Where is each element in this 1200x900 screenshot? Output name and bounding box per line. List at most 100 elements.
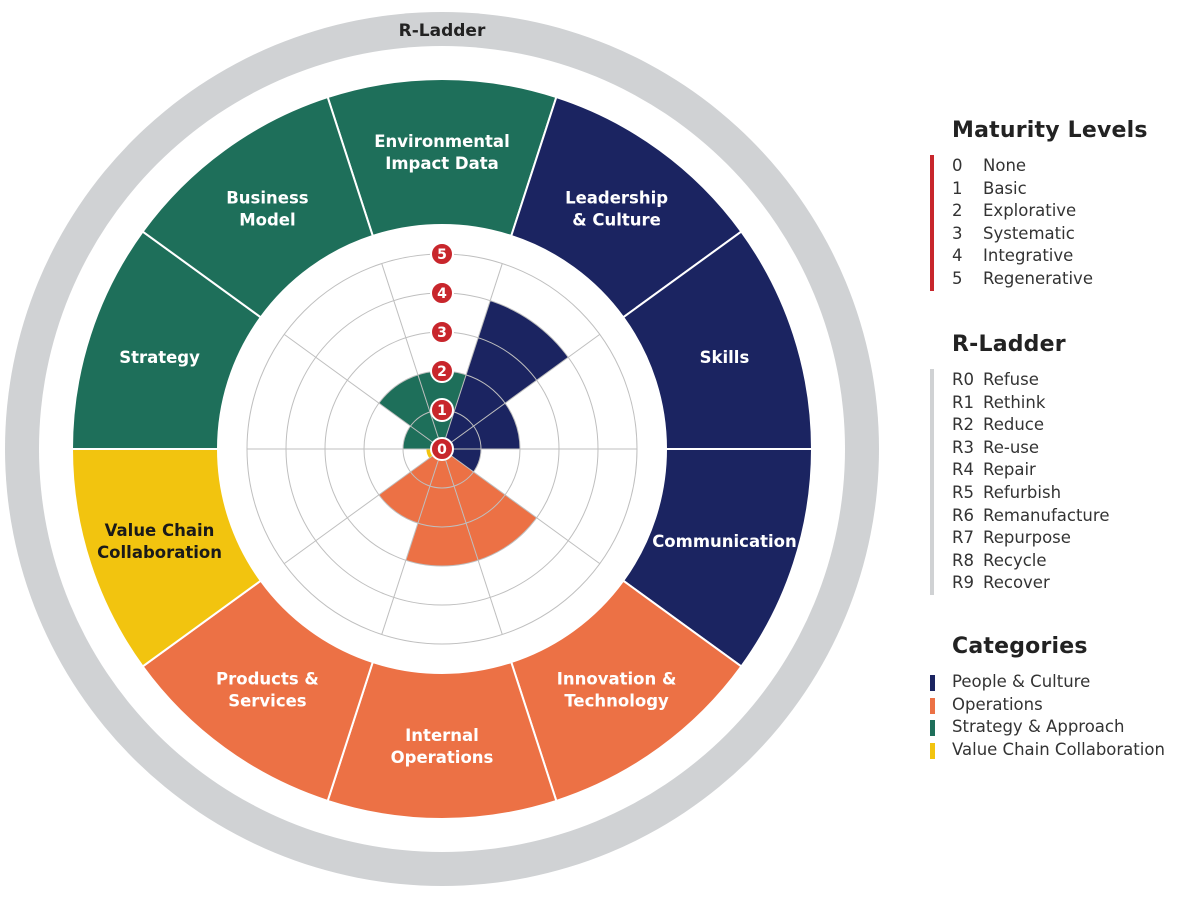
score-wedge-business-model: [378, 374, 442, 449]
maturity-code: 3: [952, 223, 963, 243]
level-badge-1: [430, 398, 454, 422]
grid-spoke: [441, 263, 503, 450]
score-wedge-internal-operations: [405, 449, 479, 567]
r-ladder-label: Re-use: [983, 437, 1040, 457]
maturity-code: 1: [952, 178, 963, 198]
grid-spoke: [381, 448, 443, 635]
r-ladder-item: R5 Refurbish: [952, 482, 1198, 505]
r-ladder-item: R0 Refuse: [952, 369, 1198, 392]
legend-r-ladder-title: R-Ladder: [952, 332, 1066, 357]
r-ladder-code: R7: [952, 528, 974, 548]
r-ladder-item: R9 Recover: [952, 572, 1198, 595]
maturity-label: Explorative: [983, 201, 1077, 221]
legend-maturity-title: Maturity Levels: [952, 118, 1148, 143]
maturity-label: Basic: [983, 178, 1027, 198]
grid-spoke: [441, 333, 601, 450]
r-ladder-item: R4 Repair: [952, 459, 1198, 482]
segment-label-strategy: Strategy: [119, 348, 200, 367]
level-number-0: 0: [437, 442, 447, 458]
category-item: Strategy & Approach: [930, 716, 1198, 739]
r-ladder-code: R3: [952, 437, 974, 457]
grid-spoke: [441, 448, 503, 635]
r-ladder-code: R8: [952, 550, 974, 570]
grid-spoke: [283, 448, 443, 565]
level-number-5: 5: [437, 247, 447, 263]
r-ladder-code: R4: [952, 460, 974, 480]
grid-spoke: [441, 448, 601, 565]
r-ladder-label: Remanufacture: [983, 505, 1110, 525]
category-swatch: [930, 720, 935, 737]
r-ladder-code: R2: [952, 415, 974, 435]
category-swatch: [930, 697, 935, 714]
r-ladder-label: Recycle: [983, 550, 1047, 570]
segment-label-leadership-culture: Leadership& Culture: [565, 189, 668, 230]
score-wedge-products-services: [378, 449, 442, 524]
maturity-code: 2: [952, 201, 963, 221]
r-ladder-label: Refurbish: [983, 482, 1062, 502]
maturity-item: 2 Explorative: [952, 200, 1198, 223]
level-badge-5: [430, 242, 454, 266]
maturity-label: Regenerative: [983, 268, 1093, 288]
category-item: People & Culture: [930, 671, 1198, 694]
maturity-code: 4: [952, 246, 963, 266]
maturity-item: 3 Systematic: [952, 223, 1198, 246]
r-ladder-label: Rethink: [983, 392, 1046, 412]
score-wedge-innovation-technology: [442, 449, 537, 561]
grid-spoke: [283, 333, 443, 450]
r-ladder-item: R8 Recycle: [952, 550, 1198, 573]
r-ladder-code: R6: [952, 505, 974, 525]
r-ladder-label: Refuse: [983, 370, 1039, 389]
r-ladder-bar: [930, 369, 934, 595]
maturity-code: 5: [952, 268, 963, 288]
r-ladder-item: R7 Repurpose: [952, 527, 1198, 550]
category-swatch: [930, 742, 935, 759]
category-item: Value Chain Collaboration: [930, 739, 1198, 762]
r-ladder-ring-label: R-Ladder: [399, 21, 486, 41]
category-label: Value Chain Collaboration: [952, 739, 1165, 759]
level-badge-4: [430, 281, 454, 305]
level-number-4: 4: [437, 286, 447, 302]
r-ladder-label: Repair: [983, 460, 1036, 480]
segment-label-innovation-technology: Innovation &Technology: [557, 669, 677, 710]
category-label: Strategy & Approach: [952, 717, 1125, 737]
score-wedge-skills: [442, 403, 520, 449]
level-badge-0: [430, 437, 454, 461]
category-label: People & Culture: [952, 672, 1091, 691]
level-number-3: 3: [437, 325, 447, 341]
r-ladder-label: Recover: [983, 573, 1050, 593]
maturity-label: None: [983, 156, 1027, 175]
maturity-bar: [930, 155, 934, 291]
maturity-code: 0: [952, 156, 963, 175]
r-ladder-item: R3 Re-use: [952, 437, 1198, 460]
category-item: Operations: [930, 694, 1198, 717]
level-number-1: 1: [437, 403, 447, 419]
maturity-item: 5 Regenerative: [952, 268, 1198, 291]
maturity-label: Systematic: [983, 223, 1075, 243]
legend-categories-title: Categories: [952, 634, 1088, 659]
r-ladder-code: R5: [952, 482, 974, 502]
r-ladder-code: R9: [952, 573, 974, 593]
level-number-2: 2: [437, 364, 447, 380]
r-ladder-item: R6 Remanufacture: [952, 505, 1198, 528]
segment-label-communication: Communication: [652, 532, 797, 551]
category-label: Operations: [952, 694, 1043, 714]
category-swatch: [930, 675, 935, 691]
score-wedge-leadership-culture: [442, 300, 569, 449]
grid-spoke: [381, 263, 443, 450]
r-ladder-label: Repurpose: [983, 528, 1071, 548]
r-ladder-code: R0: [952, 370, 974, 389]
r-ladder-label: Reduce: [983, 415, 1045, 435]
maturity-item: 1 Basic: [952, 178, 1198, 201]
segment-label-products-services: Products &Services: [216, 669, 319, 710]
